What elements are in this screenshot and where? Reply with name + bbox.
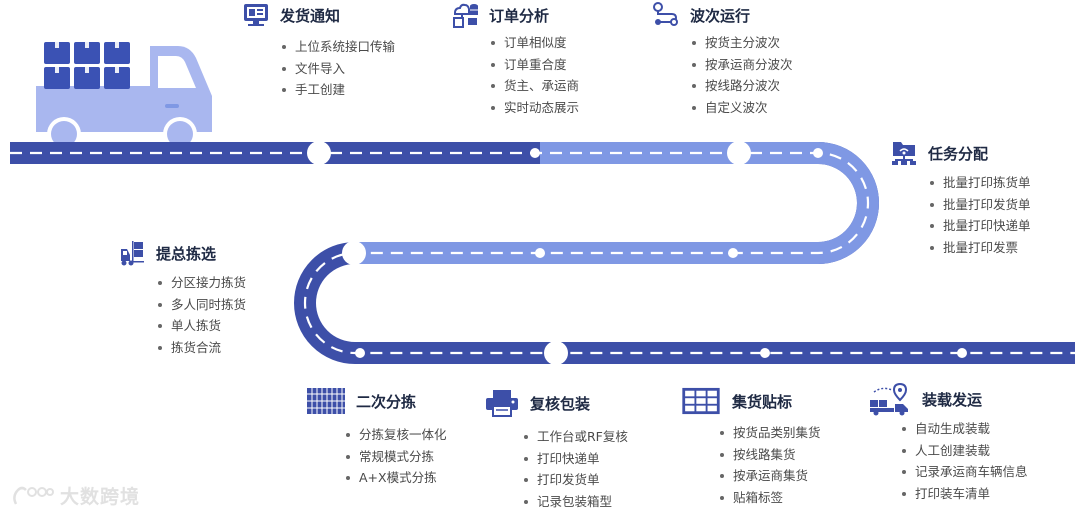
printer-icon bbox=[486, 390, 518, 417]
step-tizong: 提总拣选 分区接力拣货 多人同时拣货 单人拣货 拣货合流 bbox=[118, 238, 246, 358]
step-title: 发货通知 bbox=[280, 6, 341, 25]
step-item: 上位系统接口传输 bbox=[280, 36, 395, 58]
waypoint-marker bbox=[544, 341, 568, 365]
step-renwu: 任务分配 批量打印拣货单 批量打印发货单 批量打印快递单 批量打印发票 bbox=[890, 138, 1031, 258]
waypoint-dot bbox=[535, 248, 545, 258]
step-dingdan: 订单分析 订单相似度 订单重合度 货主、承运商 实时动态展示 bbox=[451, 0, 579, 118]
step-title: 波次运行 bbox=[690, 6, 751, 25]
waypoint-dot bbox=[355, 348, 365, 358]
step-title: 任务分配 bbox=[928, 144, 989, 163]
waypoint-dot bbox=[957, 348, 967, 358]
waypoint-dot bbox=[728, 248, 738, 258]
step-item: 多人同时拣货 bbox=[156, 294, 246, 316]
waypoint-dot bbox=[530, 148, 540, 158]
step-item: 货主、承运商 bbox=[489, 75, 579, 97]
step-item: 打印快递单 bbox=[522, 448, 628, 470]
step-item: 订单相似度 bbox=[489, 32, 579, 54]
step-title: 订单分析 bbox=[489, 6, 550, 25]
monitor-icon bbox=[244, 4, 268, 26]
waypoints bbox=[307, 141, 967, 365]
step-item: 记录承运商车辆信息 bbox=[900, 461, 1028, 483]
forklift-icon bbox=[121, 241, 144, 266]
step-items: 按货品类别集货 按线路集货 按承运商集货 贴箱标签 bbox=[680, 422, 821, 508]
step-item: 工作台或RF复核 bbox=[522, 426, 628, 448]
waypoint-marker bbox=[342, 241, 366, 265]
step-title: 装载发运 bbox=[922, 390, 983, 409]
waypoint-marker bbox=[727, 141, 751, 165]
road bbox=[10, 142, 1075, 364]
step-item: 单人拣货 bbox=[156, 315, 246, 337]
step-items: 按货主分波次 按承运商分波次 按线路分波次 自定义波次 bbox=[652, 32, 793, 118]
step-item: 打印发货单 bbox=[522, 469, 628, 491]
step-item: 分区接力拣货 bbox=[156, 272, 246, 294]
step-items: 上位系统接口传输 文件导入 手工创建 bbox=[242, 36, 395, 101]
step-items: 批量打印拣货单 批量打印发货单 批量打印快递单 批量打印发票 bbox=[890, 172, 1031, 258]
delivery-truck-icon bbox=[870, 382, 908, 416]
step-items: 分区接力拣货 多人同时拣货 单人拣货 拣货合流 bbox=[118, 272, 246, 358]
step-item: 常规模式分拣 bbox=[344, 446, 447, 468]
step-item: 按承运商集货 bbox=[718, 465, 821, 487]
step-item: 拣货合流 bbox=[156, 337, 246, 359]
step-title: 提总拣选 bbox=[156, 244, 217, 263]
step-item: 按货主分波次 bbox=[690, 32, 793, 54]
step-item: 按承运商分波次 bbox=[690, 54, 793, 76]
storage-rack-icon bbox=[682, 387, 720, 415]
truck-illustration bbox=[36, 42, 212, 151]
step-items: 自动生成装载 人工创建装载 记录承运商车辆信息 打印装车清单 bbox=[868, 418, 1028, 504]
cloud-database-icon bbox=[453, 3, 478, 28]
waypoint-dot bbox=[813, 148, 823, 158]
step-item: 按线路集货 bbox=[718, 444, 821, 466]
step-items: 工作台或RF复核 打印快递单 打印发货单 记录包装箱型 bbox=[484, 426, 628, 512]
step-items: 订单相似度 订单重合度 货主、承运商 实时动态展示 bbox=[451, 32, 579, 118]
sorting-shelf-icon bbox=[307, 388, 345, 414]
step-item: 手工创建 bbox=[280, 79, 395, 101]
step-fuhe: 复核包装 工作台或RF复核 打印快递单 打印发货单 记录包装箱型 bbox=[484, 388, 628, 512]
step-item: 订单重合度 bbox=[489, 54, 579, 76]
step-item: 批量打印发货单 bbox=[928, 194, 1031, 216]
step-zhuangzai: 装载发运 自动生成装载 人工创建装载 记录承运商车辆信息 打印装车清单 bbox=[868, 382, 1028, 504]
watermark: 大数跨境 bbox=[10, 482, 140, 509]
step-title: 二次分拣 bbox=[356, 392, 417, 411]
step-title: 集货贴标 bbox=[732, 392, 793, 411]
step-item: 自定义波次 bbox=[690, 97, 793, 119]
step-item: 自动生成装载 bbox=[900, 418, 1028, 440]
step-item: 批量打印快递单 bbox=[928, 215, 1031, 237]
step-item: 打印装车清单 bbox=[900, 483, 1028, 505]
step-boci: 波次运行 按货主分波次 按承运商分波次 按线路分波次 自定义波次 bbox=[652, 0, 793, 118]
waypoint-dot bbox=[760, 348, 770, 358]
waypoint-marker bbox=[307, 141, 331, 165]
step-item: 批量打印拣货单 bbox=[928, 172, 1031, 194]
network-folder-icon bbox=[892, 142, 916, 165]
watermark-text: 大数跨境 bbox=[60, 486, 141, 508]
step-item: 按线路分波次 bbox=[690, 75, 793, 97]
route-pin-icon bbox=[653, 2, 678, 26]
step-jihuo: 集货贴标 按货品类别集货 按线路集货 按承运商集货 贴箱标签 bbox=[680, 386, 821, 508]
step-item: A+X模式分拣 bbox=[344, 467, 447, 489]
step-item: 批量打印发票 bbox=[928, 237, 1031, 259]
step-item: 贴箱标签 bbox=[718, 487, 821, 509]
step-fahuo: 发货通知 上位系统接口传输 文件导入 手工创建 bbox=[242, 0, 395, 101]
watermark-logo-icon bbox=[13, 486, 54, 505]
step-item: 实时动态展示 bbox=[489, 97, 579, 119]
step-title: 复核包装 bbox=[530, 394, 591, 413]
step-item: 分拣复核一体化 bbox=[344, 424, 447, 446]
step-erci: 二次分拣 分拣复核一体化 常规模式分拣 A+X模式分拣 bbox=[306, 386, 447, 489]
step-item: 文件导入 bbox=[280, 58, 395, 80]
step-item: 人工创建装载 bbox=[900, 440, 1028, 462]
step-items: 分拣复核一体化 常规模式分拣 A+X模式分拣 bbox=[306, 424, 447, 489]
step-item: 记录包装箱型 bbox=[522, 491, 628, 513]
step-item: 按货品类别集货 bbox=[718, 422, 821, 444]
